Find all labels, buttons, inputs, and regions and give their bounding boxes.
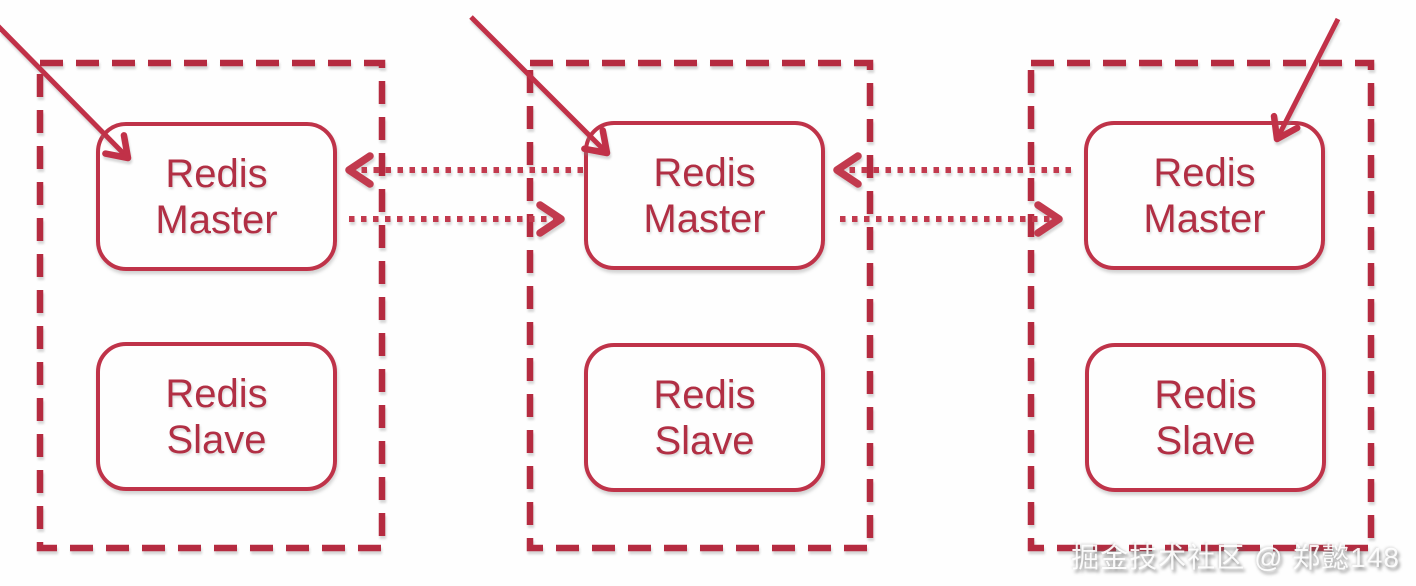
redis-slave-box-2: Redis Slave xyxy=(584,343,825,492)
redis-slave-box-1: Redis Slave xyxy=(96,342,337,491)
redis-slave-box-3: Redis Slave xyxy=(1085,343,1326,492)
redis-slave-label-3: Redis Slave xyxy=(1154,372,1257,463)
redis-master-box-2: Redis Master xyxy=(584,121,825,270)
redis-master-box-1: Redis Master xyxy=(96,122,337,271)
redis-master-box-3: Redis Master xyxy=(1084,121,1325,270)
redis-master-label-3: Redis Master xyxy=(1143,150,1266,241)
pointer-arrow-master-2 xyxy=(469,15,611,157)
redis-master-label-1: Redis Master xyxy=(155,151,278,242)
redis-master-label-2: Redis Master xyxy=(643,150,766,241)
watermark: 掘金技术社区 @ 郑懿148 xyxy=(1071,542,1400,573)
redis-slave-label-1: Redis Slave xyxy=(165,371,268,462)
redis-slave-label-2: Redis Slave xyxy=(653,372,756,463)
